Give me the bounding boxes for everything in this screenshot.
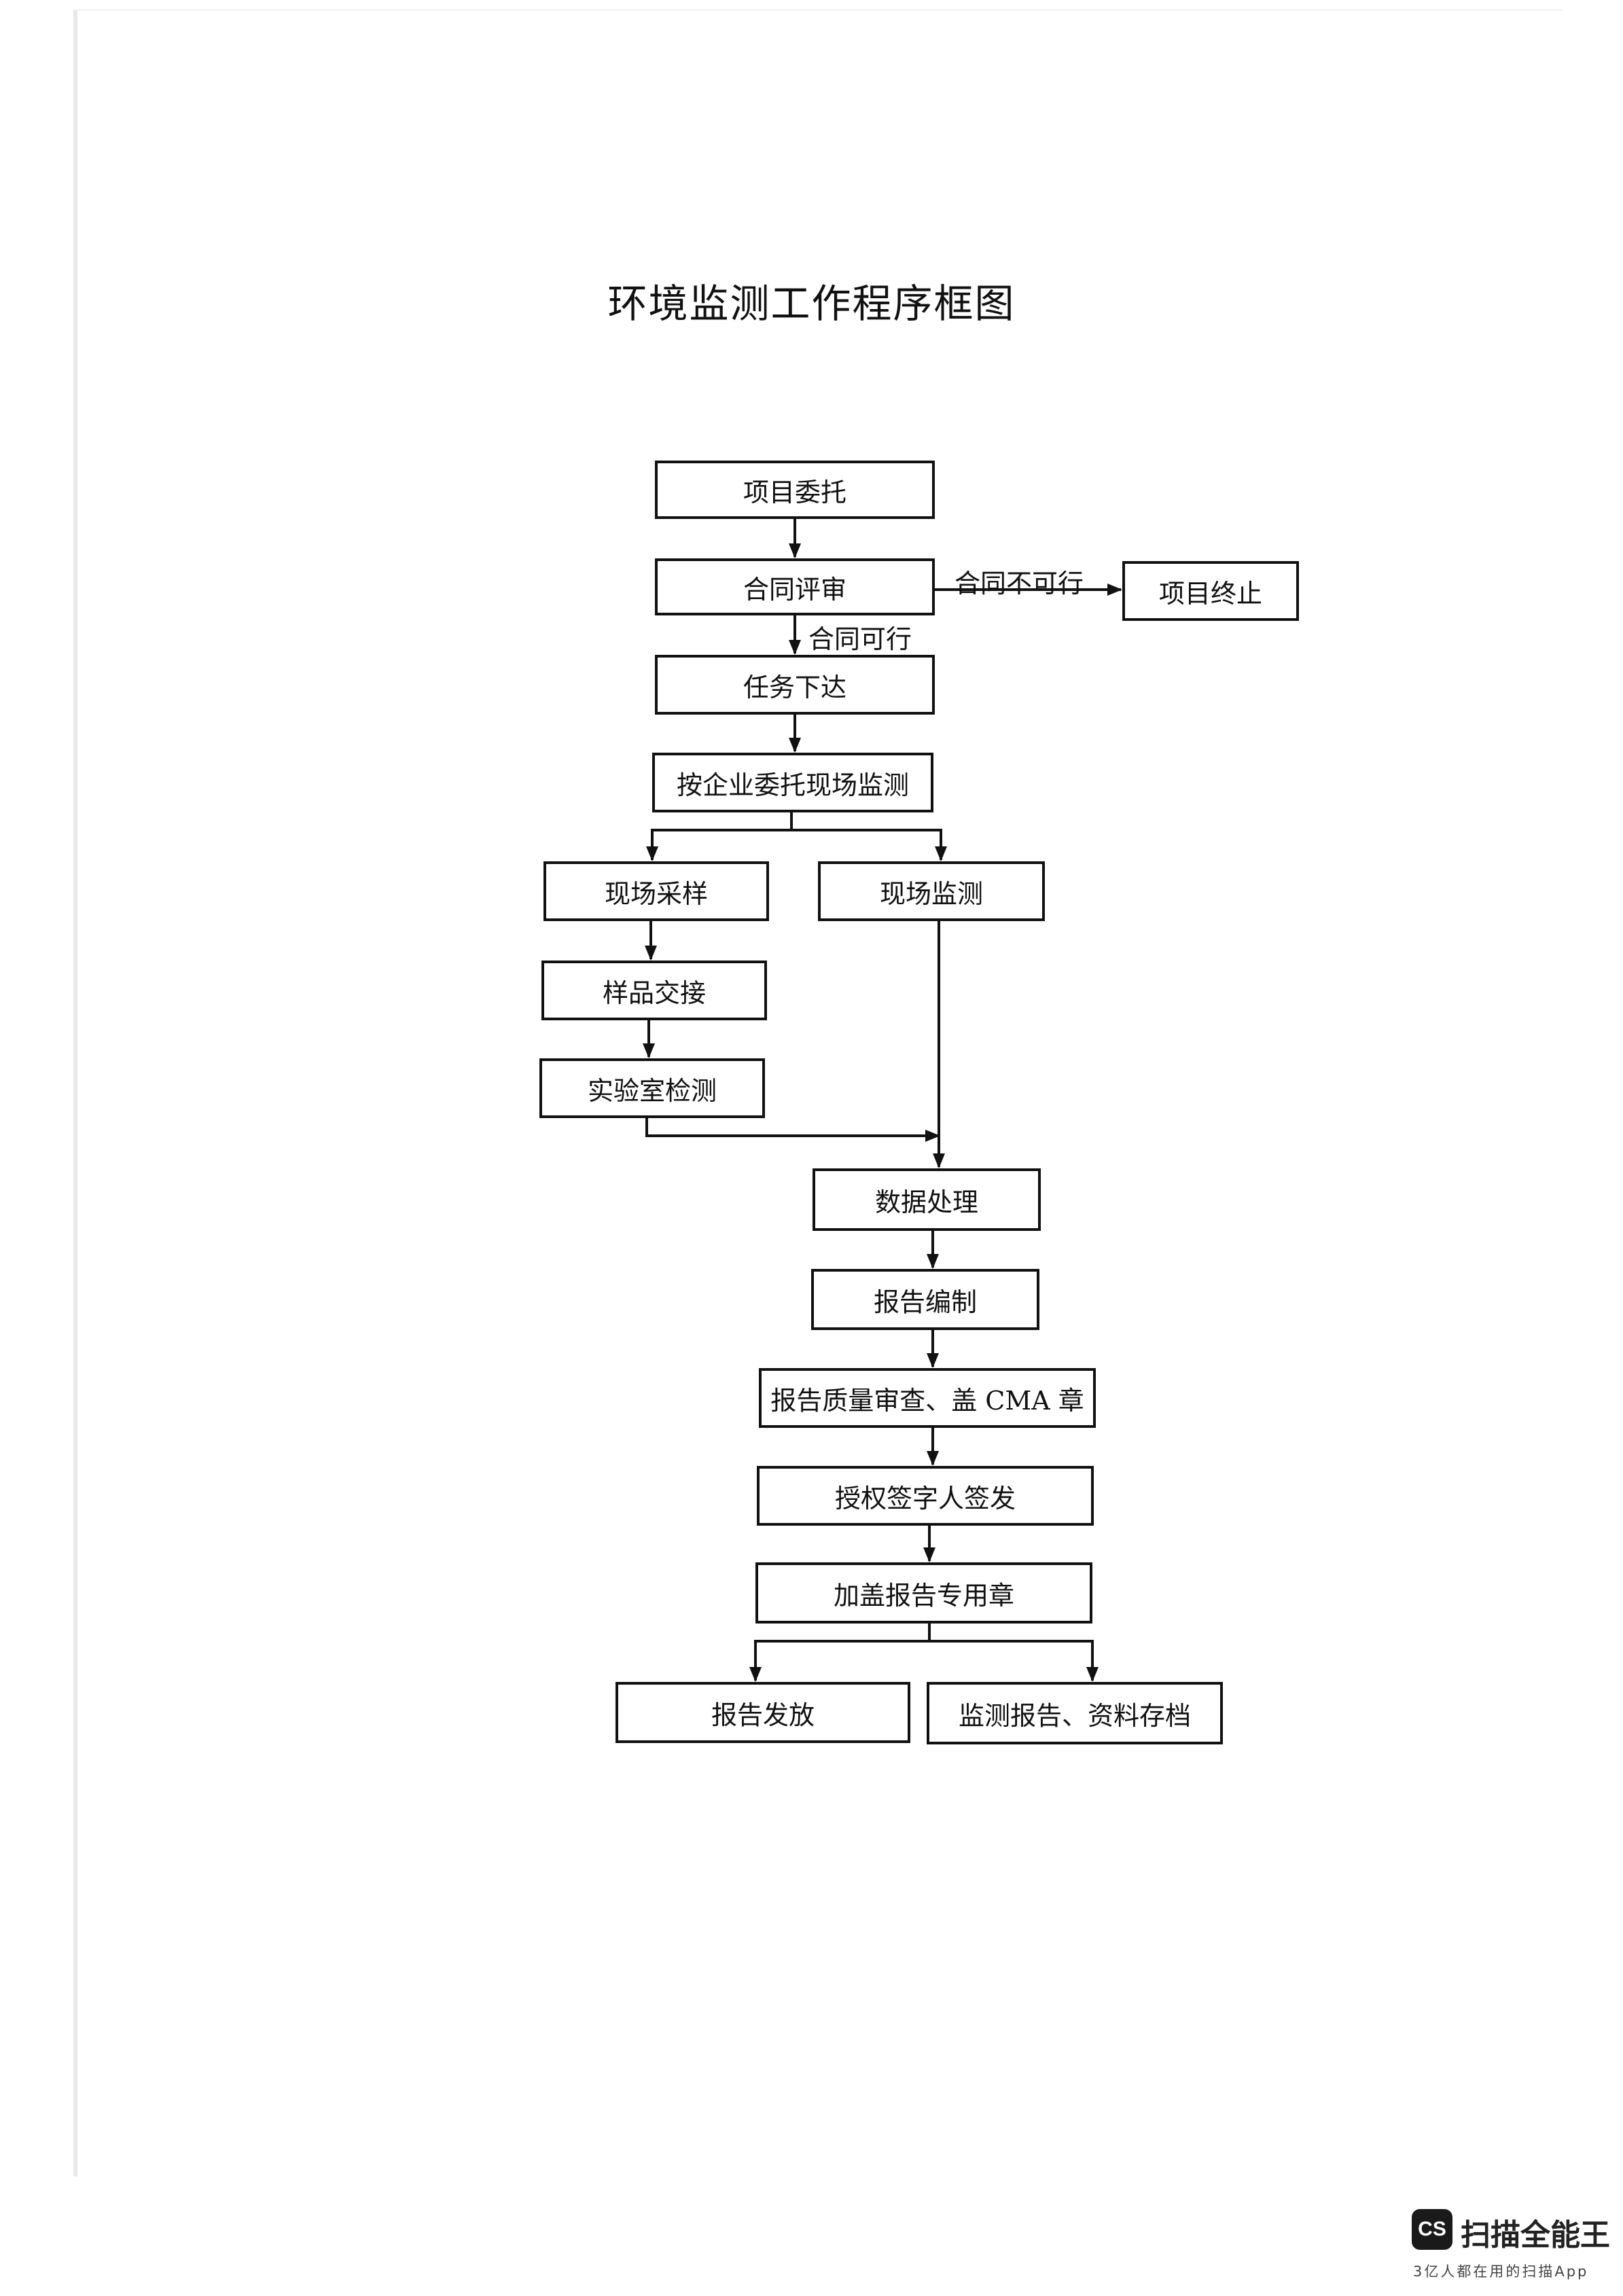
node-special-seal: 加盖报告专用章 (755, 1562, 1092, 1624)
node-project-entrust: 项目委托 (655, 461, 935, 519)
node-report-issue: 报告发放 (616, 1682, 910, 1743)
node-authorized-sign: 授权签字人签发 (757, 1466, 1094, 1526)
connector-onsite-split-right (791, 829, 947, 861)
scanner-logo-icon: CS (1412, 2209, 1452, 2250)
connector-seal-split (749, 1622, 931, 1682)
scanner-app-name: 扫描全能王 (1461, 2218, 1610, 2253)
node-task-issue: 任务下达 (655, 655, 935, 715)
node-contract-review: 合同评审 (655, 558, 935, 615)
edge-label-contract-infeasible: 合同不可行 (955, 569, 1084, 598)
connector-seal-split-right (929, 1640, 1099, 1682)
connector-lab-to-monitoring-line (645, 1117, 940, 1142)
node-lab-testing: 实验室检测 (539, 1058, 765, 1118)
node-project-terminate: 项目终止 (1122, 561, 1299, 621)
node-data-processing: 数据处理 (813, 1168, 1041, 1231)
scanner-tagline: 3亿人都在用的扫描App (1413, 2263, 1589, 2280)
node-archive: 监测报告、资料存档 (927, 1682, 1223, 1744)
node-quality-review: 报告质量审查、盖 CMA 章 (759, 1368, 1096, 1428)
page-title: 环境监测工作程序框图 (607, 281, 1016, 327)
scanned-page (73, 10, 1563, 2176)
scanner-watermark: CS 扫描全能王 3亿人都在用的扫描App (1412, 2209, 1610, 2285)
node-report-compile: 报告编制 (811, 1269, 1039, 1330)
node-onsite-monitoring: 现场监测 (818, 861, 1045, 921)
connector-onsite-split (646, 812, 793, 861)
node-onsite-sampling: 现场采样 (543, 861, 769, 921)
node-onsite-by-entrust: 按企业委托现场监测 (652, 753, 933, 812)
node-sample-handover: 样品交接 (541, 961, 767, 1020)
edge-label-contract-feasible: 合同可行 (808, 624, 912, 654)
